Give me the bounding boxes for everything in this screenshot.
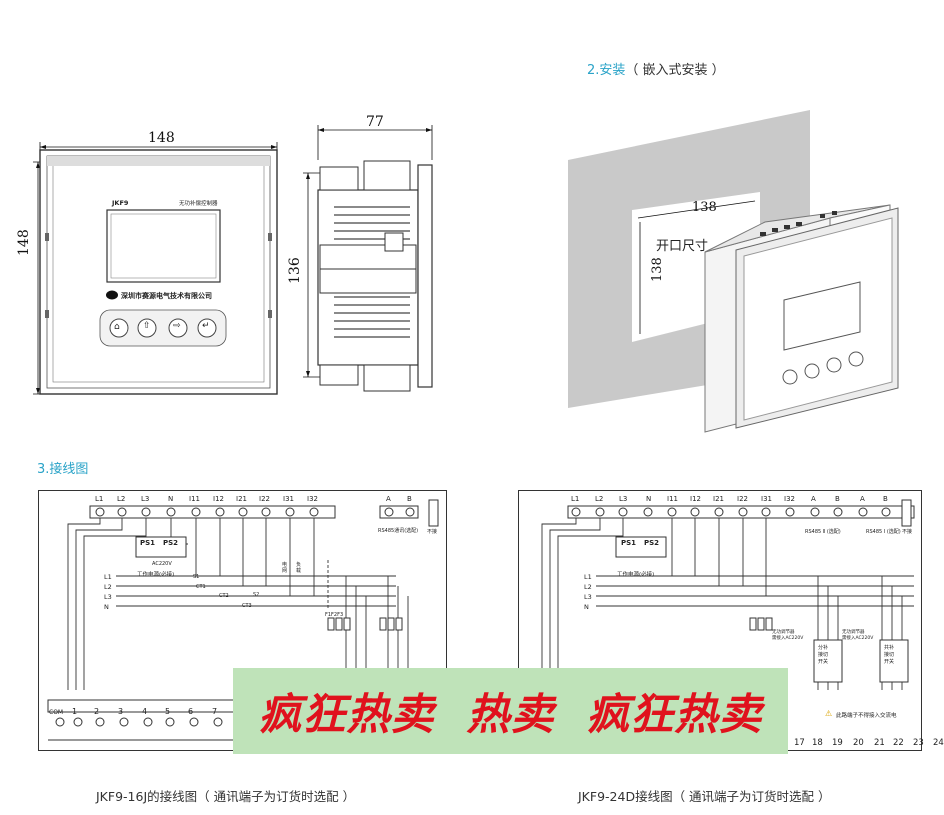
power-desc-16j: 工作电源(必接) bbox=[137, 572, 175, 578]
ct2-label: CT2 bbox=[219, 593, 229, 599]
switch-label-2: 共补 接切 开关 bbox=[884, 645, 895, 665]
company-label: 深圳市赛源电气技术有限公司 bbox=[121, 292, 212, 300]
installation-illustration bbox=[568, 110, 899, 433]
ps1-label-24d: PS1 bbox=[621, 539, 637, 547]
comm-label-24d-2: RS485 Ⅱ (选配) bbox=[805, 529, 841, 535]
ct-s2: S2 bbox=[253, 592, 260, 598]
cutout-height-dimension: 138 bbox=[650, 257, 665, 282]
warning-text: 此路端子不得接入交流电 bbox=[836, 713, 897, 719]
ps2-label-24d: PS2 bbox=[644, 539, 660, 547]
wiring-section-title: 3.接线图 bbox=[37, 462, 89, 477]
up-arrow-icon: ⇧ bbox=[143, 321, 151, 331]
ct-s1: S1 bbox=[193, 574, 200, 580]
ct1-label: CT1 bbox=[196, 584, 206, 590]
ps2-label: PS2 bbox=[163, 539, 179, 547]
device-model-label: JKF9 bbox=[112, 199, 129, 207]
ct3-label: CT3 bbox=[242, 603, 252, 609]
front-height-dimension: 148 bbox=[16, 229, 32, 256]
power-note: AC220V bbox=[152, 561, 172, 567]
power-desc-24d: 工作电源(必接) bbox=[617, 572, 655, 578]
warning-icon: ⚠ bbox=[825, 709, 833, 718]
side-height-dimension: 136 bbox=[287, 257, 303, 284]
home-icon: ⌂ bbox=[114, 322, 120, 332]
ground-label-16j: 不接 bbox=[427, 529, 438, 535]
comm-label-16j: RS485通讯(选配) bbox=[378, 528, 419, 534]
front-view-drawing bbox=[33, 142, 278, 395]
device-name-label: 无功补偿控制器 bbox=[179, 201, 218, 207]
front-width-dimension: 148 bbox=[148, 130, 175, 146]
right-arrow-icon: ⇨ bbox=[173, 321, 181, 331]
caption-16j: JKF9-16J的接线图（ 通讯端子为订货时选配 ） bbox=[96, 789, 356, 804]
cutout-width-dimension: 138 bbox=[692, 200, 717, 215]
comm-label-24d-1: RS485 Ⅰ (选配) bbox=[866, 529, 901, 535]
com-label: COM bbox=[49, 709, 64, 716]
ground-label-24d: 不接 bbox=[902, 529, 913, 535]
comm-terminal-b: B bbox=[407, 495, 412, 503]
switch-note-1: 无功调节器 需接入AC220V bbox=[772, 630, 804, 641]
comm-terminal-a: A bbox=[386, 495, 391, 503]
ps1-label: PS1 bbox=[140, 539, 156, 547]
fuse-label: F1F2F3 bbox=[325, 612, 344, 618]
enter-icon: ↵ bbox=[202, 321, 210, 331]
switch-label-1: 分补 接切 开关 bbox=[818, 645, 829, 665]
side-depth-dimension: 77 bbox=[366, 114, 384, 130]
switch-note-2: 无功调节器 需接入AC220V bbox=[842, 630, 874, 641]
promo-banner: 疯狂热卖 热卖 疯狂热卖 bbox=[233, 668, 788, 754]
install-section-title: 2.安装（ 嵌入式安装 ） bbox=[587, 63, 725, 78]
cutout-label: 开口尺寸 bbox=[656, 239, 709, 254]
caption-24d: JKF9-24D接线图（ 通讯端子为订货时选配 ） bbox=[578, 789, 831, 804]
side-view-drawing bbox=[303, 125, 433, 392]
load-label: 负载 bbox=[296, 562, 302, 574]
grid-label: 电网 bbox=[282, 562, 288, 574]
promo-banner-text: 疯狂热卖 热卖 疯狂热卖 bbox=[258, 690, 763, 740]
